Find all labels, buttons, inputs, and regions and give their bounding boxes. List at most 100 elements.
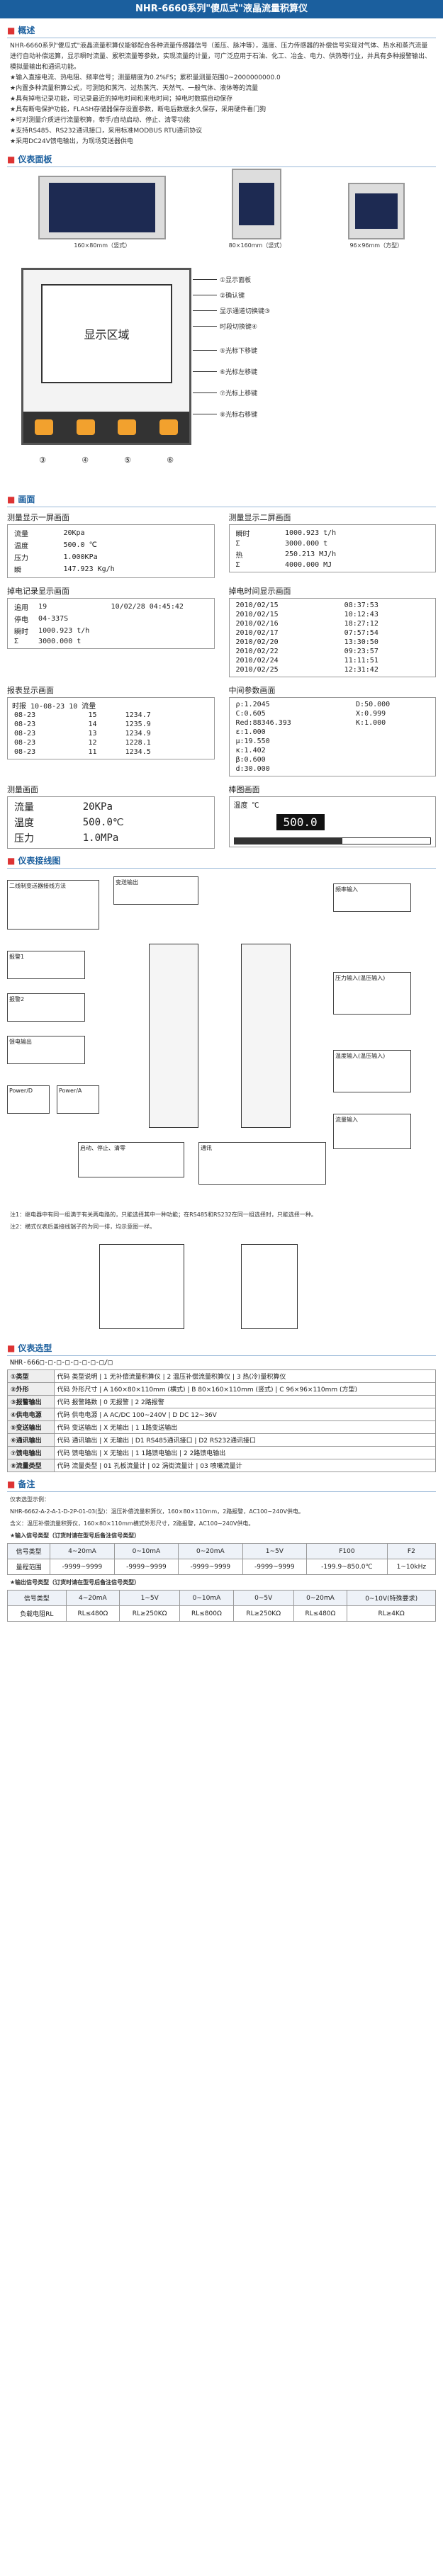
callout-line (193, 392, 217, 393)
wiring-note-2: 注2：横式仪表后盖接线端子的为同一排，均示意图一样。 (10, 1224, 156, 1230)
screen-cell: D:50.000 (356, 701, 391, 708)
product-tall: 80×160mm（竖式） (229, 169, 285, 249)
spec-header-cell: 信号类型 (7, 1590, 67, 1606)
input-table-heading: ★输入信号类型（订货时请在型号后备注信号类型） (10, 1532, 140, 1539)
bar-value: 500.0 (276, 814, 325, 830)
screen-cell: 2010/02/20 (235, 638, 279, 646)
callout-line (193, 279, 217, 280)
spec-value-cell: RL≥250KΩ (232, 1605, 294, 1622)
screen-cell: 08-23 (14, 721, 36, 728)
screen-cell: 1000.923 t/h (284, 529, 337, 537)
screen-cell: 1235.9 (125, 721, 151, 728)
screen-cell: 流量 (14, 802, 34, 813)
screen-cell: 1228.1 (125, 739, 151, 747)
screen-row: 流量 20KPa (12, 799, 210, 815)
selection-row: ⑧流量类型代码 流量类型 | 01 孔板流量计 | 02 涡街流量计 | 03 … (7, 1459, 437, 1472)
wiring-label: 馈电输出 (7, 1036, 85, 1064)
screen-title: 中间参数画面 (228, 686, 276, 695)
screen-cell: 20Kpa (63, 529, 85, 537)
selection-row: ⑥通讯输出代码 通讯输出 | X 无输出 | D1 RS485通讯接口 | D2… (7, 1433, 437, 1447)
screen-row: μ:19.550 (234, 737, 432, 746)
screen-cell (109, 625, 210, 637)
dimensions-heading: ■仪表面板 (7, 153, 436, 167)
screen-cell: 2010/02/15 (235, 601, 279, 609)
overview-paragraph: NHR-6660系列"傻瓜式"液晶流量积算仪能够配合各种流量传感器信号（差压、脉… (10, 43, 432, 71)
key-row (23, 412, 189, 443)
screen-cell: 2010/02/16 (235, 620, 279, 628)
wiring-label: 频率输入 (333, 883, 411, 912)
wiring-label: 温度输入(温压输入) (333, 1050, 411, 1092)
selection-table: ①类型代码 类型说明 | 1 无补偿流量积算仪 | 2 温压补偿流量积算仪 | … (7, 1369, 437, 1472)
overview-paragraph: ★可对测量介质进行流量积算，带手/自动启动、停止、清零功能 (10, 117, 191, 124)
spec-value-cell: RL≤480Ω (65, 1605, 120, 1622)
selection-row: ④供电电源代码 供电电源 | A AC/DC 100~240V | D DC 1… (7, 1408, 437, 1421)
spec-header-cell: 1~5V (119, 1590, 181, 1606)
bar-unit: ℃ (252, 802, 259, 810)
spec-value-cell: 量程范围 (6, 1559, 51, 1575)
screen-cell: 20KPa (82, 801, 113, 813)
screen-row: ε:1.000 (234, 728, 432, 737)
key-4[interactable] (159, 419, 178, 435)
screen-title: 掉电记录显示画面 (7, 587, 69, 596)
output-table-heading: ★输出信号类型（订货时请在型号后备注信号类型） (10, 1579, 140, 1586)
selection-text: 代码 报警路数 | 0 无报警 | 2 2路报警 (53, 1395, 437, 1408)
screen-cell: ε:1.000 (235, 728, 266, 736)
screen-cell: 11 (88, 748, 97, 756)
screen-title: 测量显示一屏画面 (7, 513, 69, 522)
spec-header-cell: 0~10mA (113, 1543, 179, 1559)
spec-header-cell: 1~5V (242, 1543, 308, 1559)
selection-code: ⑤变送输出 (7, 1420, 55, 1434)
wiring-label: 流量输入 (333, 1114, 411, 1149)
key-2[interactable] (76, 419, 95, 435)
spec-header-cell: 0~10mA (179, 1590, 234, 1606)
screen-cell: d:30.000 (235, 765, 270, 773)
overview-paragraph: ★输入直接电流、热电阻、频率信号；测量精度为0.2%FS；累积量测量范围0~20… (10, 74, 281, 81)
screen-cell (354, 764, 431, 774)
spec-value-cell: -9999~9999 (178, 1559, 243, 1575)
selection-code: ③报警输出 (7, 1395, 55, 1408)
key-1[interactable] (35, 419, 54, 435)
wiring-label: 二线制变送器接线方法 (7, 880, 99, 930)
model-code: NHR-666□-□-□-□-□-□-□-□/□ (10, 1359, 113, 1367)
selection-code: ⑦馈电输出 (7, 1446, 55, 1459)
spec-header-cell: 4~20mA (65, 1590, 120, 1606)
product-wide: 160×80mm（竖式） (38, 176, 167, 249)
spec-header-cell: 0~10V(特殊要求) (347, 1590, 436, 1606)
screen-cell: 15 (88, 711, 97, 719)
panel-callout: ⑦光标上移键 (220, 390, 258, 397)
product-images: 160×80mm（竖式） 80×160mm（竖式） 96×96mm（方型） (7, 169, 436, 249)
screen-cell: X:0.999 (356, 710, 386, 718)
panel-callout: ⑤光标下移键 (220, 348, 258, 355)
screen-display: 温度 ℃ 500.0 (228, 796, 436, 847)
screen-cell: 3000.000 t (38, 638, 82, 645)
spec-header-cell: 0~20mA (178, 1543, 243, 1559)
spec-value-cell: RL≤800Ω (179, 1605, 234, 1622)
key-3[interactable] (118, 419, 137, 435)
screen-cell: 14 (88, 721, 97, 728)
wiring-label: 通讯 (198, 1142, 326, 1185)
bar-label: 温度 (233, 802, 248, 810)
overview-paragraph: ★具有断电保护功能，FLASH存储器保存设置参数，断电后数据永久保存，采用硬件看… (10, 106, 267, 113)
screen-cell (109, 613, 210, 625)
